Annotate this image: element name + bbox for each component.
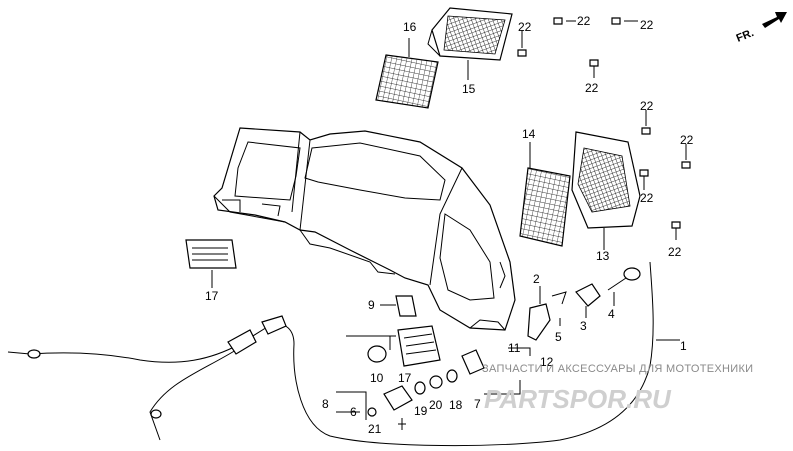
callout-6: 6: [350, 405, 357, 419]
part-9-pad: 9: [368, 295, 417, 317]
screws-22: 22 22 22 22 22 22 22 22: [517, 14, 694, 259]
callout-22-d: 22: [585, 81, 599, 95]
watermark: ЗАПЧАСТИ И АКСЕССУАРЫ ДЛЯ МОТОТЕХНИКИ PA…: [482, 363, 753, 414]
part-15-speaker-grille: 15: [427, 7, 513, 96]
part-16-mesh-screen: 16: [375, 20, 439, 109]
meter-panel-housing: [213, 127, 516, 331]
watermark-logo: PARTSPOR.RU: [484, 384, 672, 414]
callout-17-lower: 17: [398, 371, 412, 385]
direction-label: FR.: [735, 27, 756, 45]
callout-8: 8: [322, 397, 329, 411]
callout-22-f: 22: [680, 133, 694, 147]
callout-20: 20: [429, 398, 443, 412]
callout-16: 16: [403, 20, 417, 34]
part-1-cable: 1: [7, 261, 687, 447]
watermark-tagline: ЗАПЧАСТИ И АКСЕССУАРЫ ДЛЯ МОТОТЕХНИКИ: [482, 363, 753, 375]
callout-22-g: 22: [640, 191, 654, 205]
callout-12: 12: [540, 355, 554, 369]
callout-22-c: 22: [518, 20, 532, 34]
callout-17-upper: 17: [205, 289, 219, 303]
part-14-mesh-screen: 14: [519, 127, 571, 247]
small-fittings-group: 8 6 21 19 20 18: [322, 349, 485, 436]
part-13-speaker-grille: 13: [571, 131, 641, 263]
callout-14: 14: [522, 127, 536, 141]
callout-22-a: 22: [577, 14, 591, 28]
callout-5: 5: [555, 330, 562, 344]
callout-3: 3: [580, 319, 587, 333]
callout-22-b: 22: [640, 18, 654, 32]
callout-19: 19: [414, 404, 428, 418]
callout-15: 15: [462, 82, 476, 96]
callout-9: 9: [368, 298, 375, 312]
callout-18: 18: [449, 398, 463, 412]
callout-11: 11: [508, 341, 521, 355]
front-arrow-icon: [762, 12, 787, 28]
part-17-vent-upper: 17: [185, 239, 237, 303]
callout-22-h: 22: [668, 245, 682, 259]
bracket-11-12: 7 11 12: [474, 341, 554, 411]
callout-1: 1: [680, 339, 687, 353]
callout-21: 21: [368, 422, 382, 436]
part-17-vent-lower: 17: [346, 325, 441, 385]
callout-7: 7: [474, 397, 481, 411]
latch-parts: 2 5 3 4: [527, 267, 641, 344]
callout-4: 4: [608, 307, 615, 321]
callout-10: 10: [370, 371, 384, 385]
part-10-knob: 10: [367, 345, 387, 385]
callout-22-e: 22: [640, 99, 654, 113]
callout-2: 2: [533, 272, 540, 286]
front-direction-indicator: FR.: [735, 12, 787, 45]
callout-13: 13: [596, 249, 610, 263]
